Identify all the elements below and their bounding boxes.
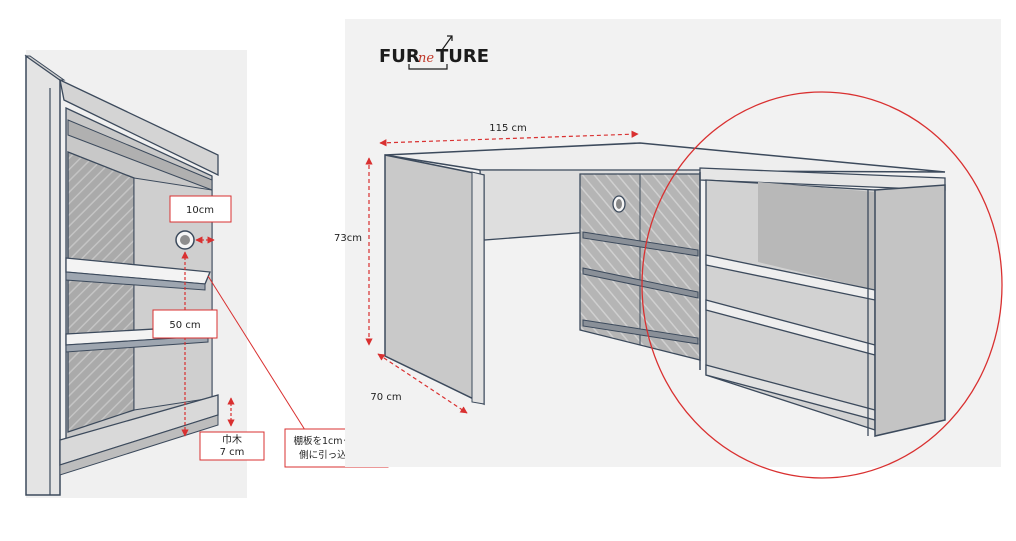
label-box-hole-height: [152, 309, 218, 339]
label-hole-offset: 10cm: [186, 205, 214, 216]
inner-opening-hatched: [67, 151, 135, 433]
brand-logo: FUR ne TURE: [379, 35, 489, 70]
outer-side-panel: [25, 54, 61, 496]
dim-depth: [377, 353, 468, 414]
highlight-circle: [641, 91, 1003, 479]
desk-top: [384, 142, 946, 173]
cabinet-shadow: [758, 182, 875, 290]
left-closeup-view: 10cm 50 cm 巾木 7 cm 棚板を1cmぐらい内 側に引っ込ませる: [24, 50, 389, 498]
cable-hole-inner: [180, 235, 190, 245]
note-leader-line: [207, 275, 306, 431]
logo-text-fur: FUR: [379, 46, 420, 67]
label-baseboard-line1: 巾木: [222, 433, 242, 446]
mid-shelf-1: [582, 231, 699, 257]
desk-leg-edge: [471, 171, 485, 405]
label-hole-height: 50 cm: [169, 320, 200, 331]
dim-width: [379, 130, 639, 147]
cabinet-side: [874, 184, 946, 437]
label-height: 73cm: [334, 233, 362, 244]
top-rail: [59, 78, 219, 177]
label-depth: 70 cm: [370, 392, 401, 403]
label-box-baseboard: [199, 431, 265, 461]
shelf-lower-edge: [65, 335, 209, 353]
panel-edge: [24, 55, 66, 81]
mid-shelf-2: [582, 267, 699, 299]
label-width: 115 cm: [489, 123, 527, 134]
inner-top-shadow: [67, 119, 213, 191]
right-3d-view: FUR ne TURE: [334, 19, 1003, 479]
label-baseboard-line2: 7 cm: [220, 447, 245, 458]
logo-arrow-icon: [441, 35, 453, 51]
label-box-hole-offset: [169, 195, 232, 223]
logo-text-ne: ne: [418, 51, 434, 66]
shelf-upper-edge: [65, 271, 206, 291]
baseboard-edge: [59, 414, 219, 476]
logo-underline: [408, 64, 448, 70]
desk-cable-hole-inner: [616, 199, 622, 209]
logo-text-ture: TURE: [436, 46, 489, 67]
mid-shelf-3: [582, 319, 699, 345]
